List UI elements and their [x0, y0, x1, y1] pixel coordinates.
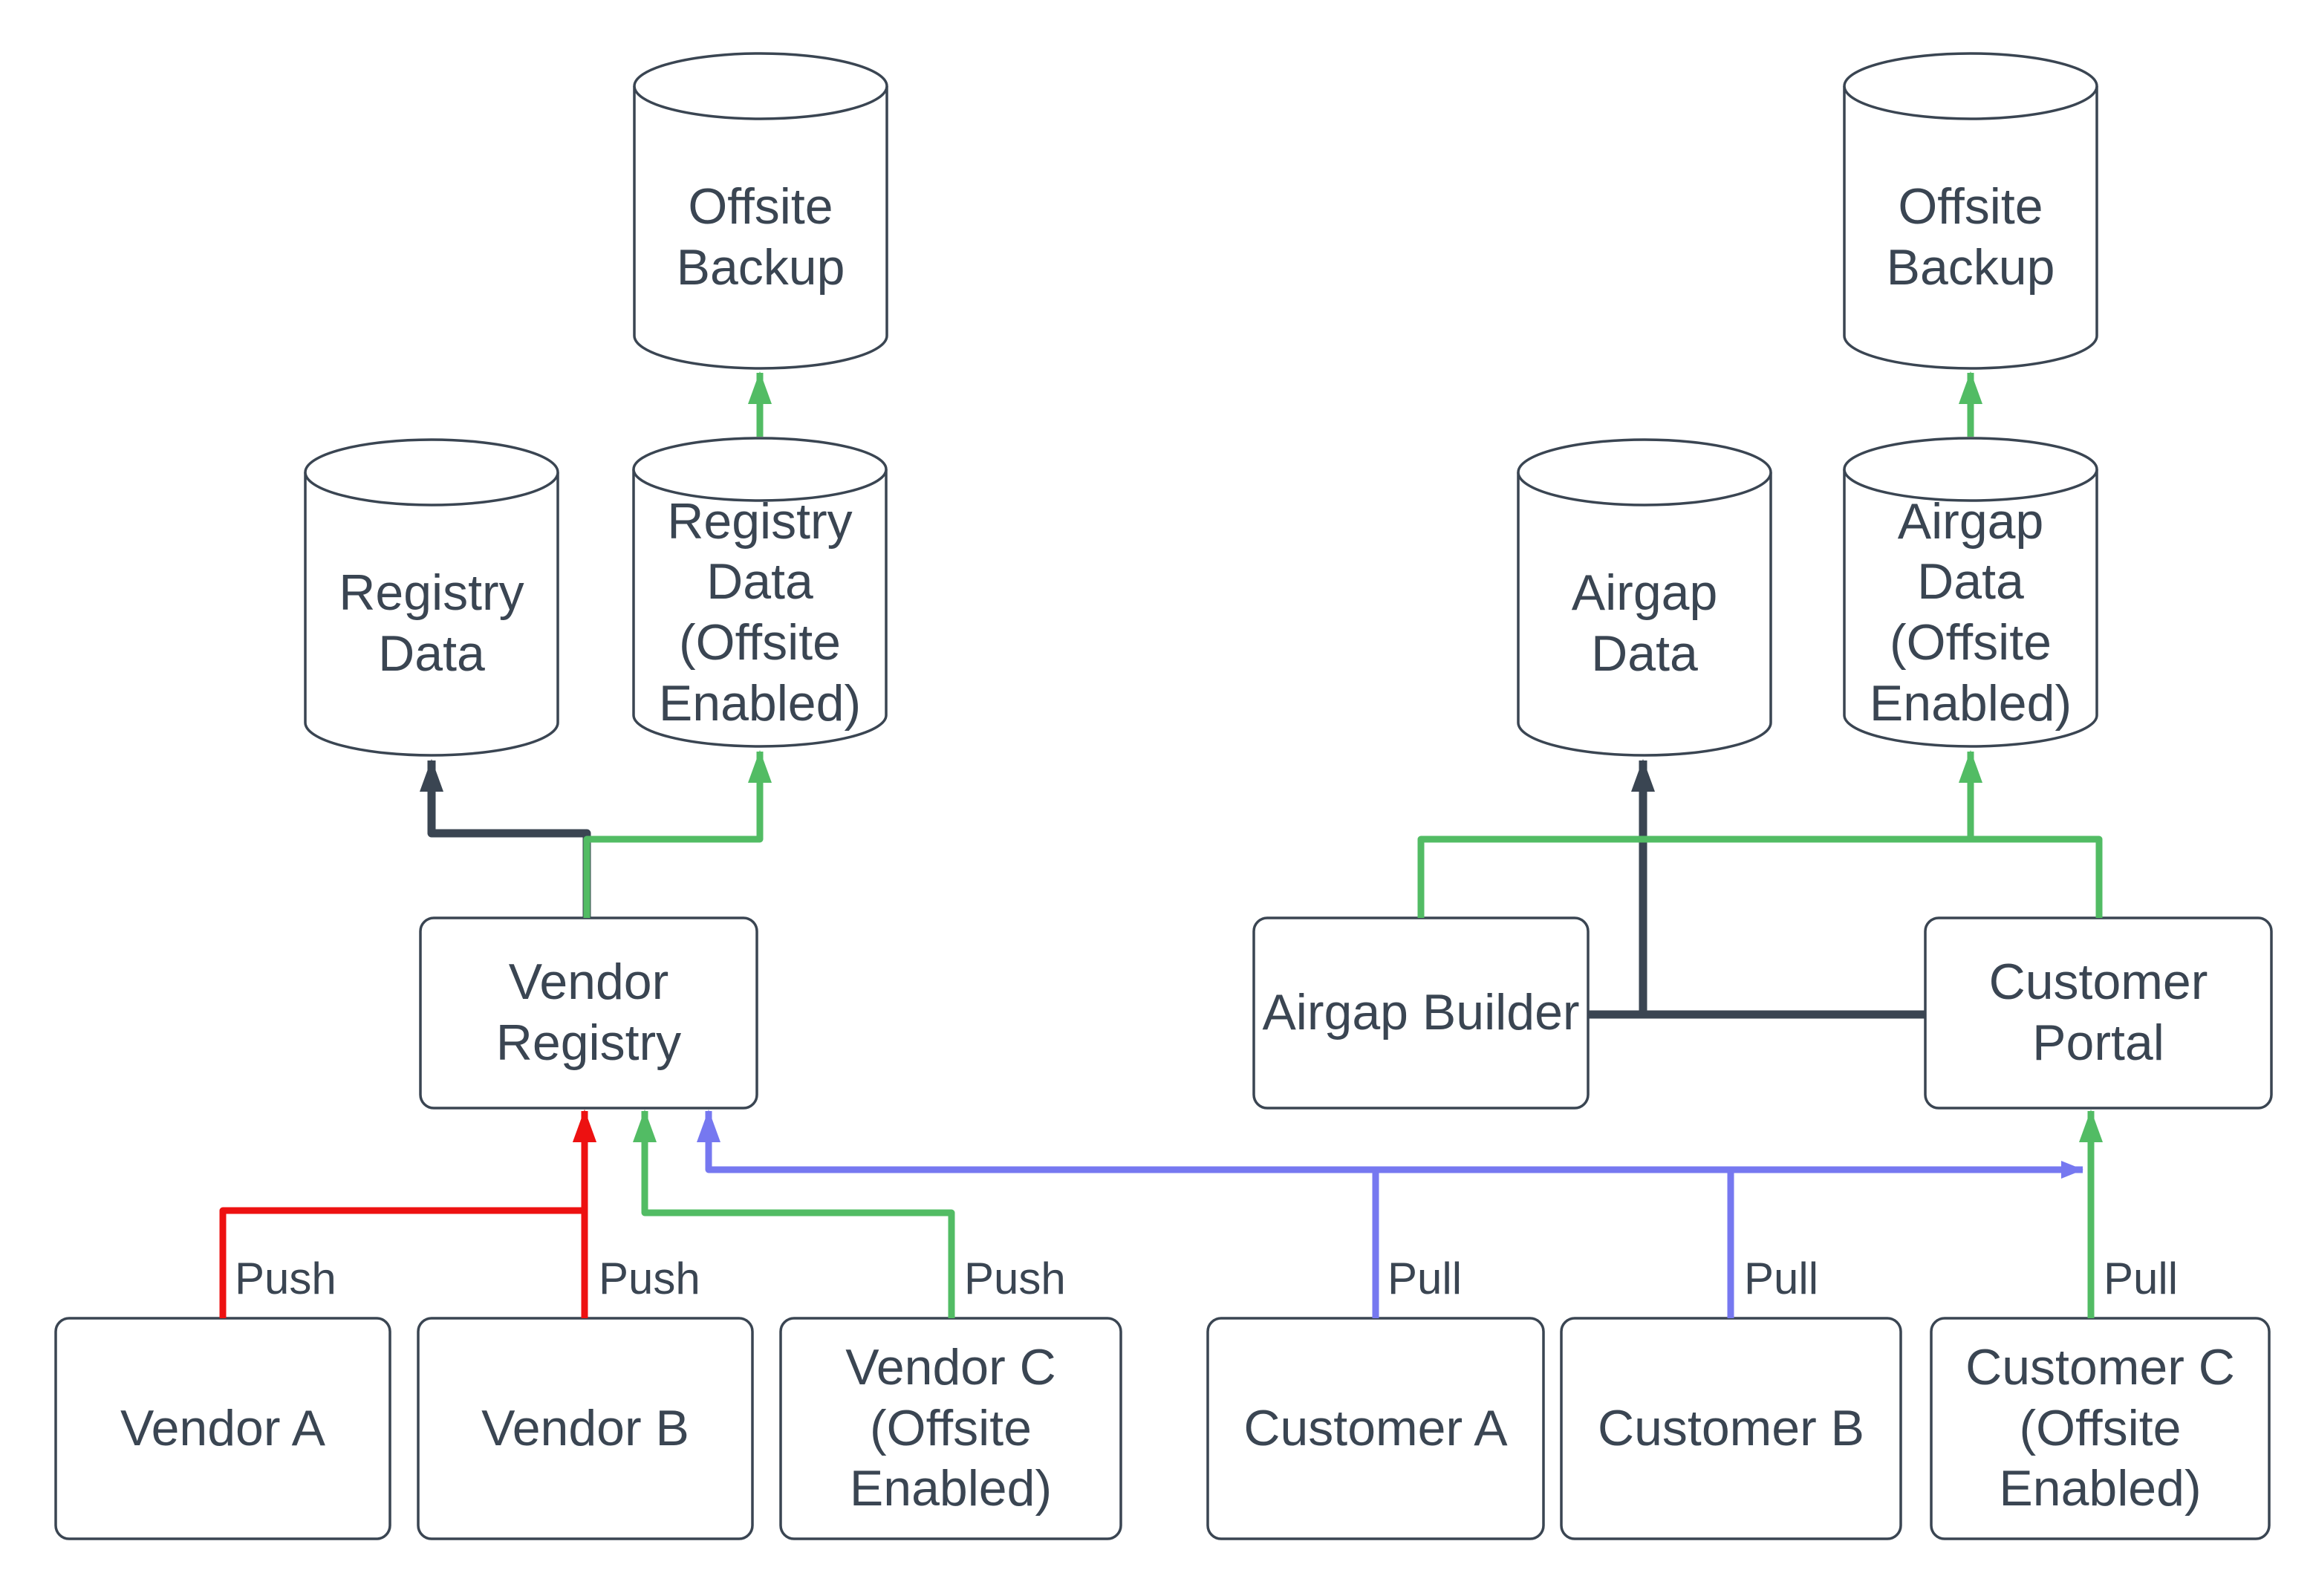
cylinder-registry-data-offsite — [632, 437, 888, 748]
box-airgap-builder — [1252, 916, 1590, 1110]
cylinder-offsite-backup-right — [1843, 52, 2098, 370]
box-vendor-registry — [419, 916, 758, 1110]
edge-vendor-a-push — [219, 1110, 596, 1318]
cylinder-offsite-backup-left — [633, 52, 888, 370]
box-vendor-c — [779, 1317, 1122, 1540]
cylinder-airgap-data — [1517, 438, 1772, 757]
edge-customer-portal-to-airgap-data-offsite — [1971, 836, 2103, 918]
edge-airgap-builder-to-airgap-data-offsite — [1417, 750, 1982, 918]
cylinder-airgap-data-offsite — [1843, 437, 2098, 748]
box-customer-b — [1560, 1317, 1902, 1540]
cylinder-registry-data — [304, 438, 559, 757]
edge-vendor-registry-to-registry-data-offsite — [583, 750, 772, 918]
edge-vendor-registry-to-registry-data — [420, 759, 591, 918]
box-vendor-b — [417, 1317, 754, 1540]
box-customer-portal — [1924, 916, 2273, 1110]
edge-vendor-c-push — [633, 1110, 955, 1318]
box-customer-c — [1930, 1317, 2271, 1540]
edge-customer-b-pull — [709, 1166, 1734, 1318]
box-customer-a — [1206, 1317, 1545, 1540]
box-vendor-a — [54, 1317, 391, 1540]
